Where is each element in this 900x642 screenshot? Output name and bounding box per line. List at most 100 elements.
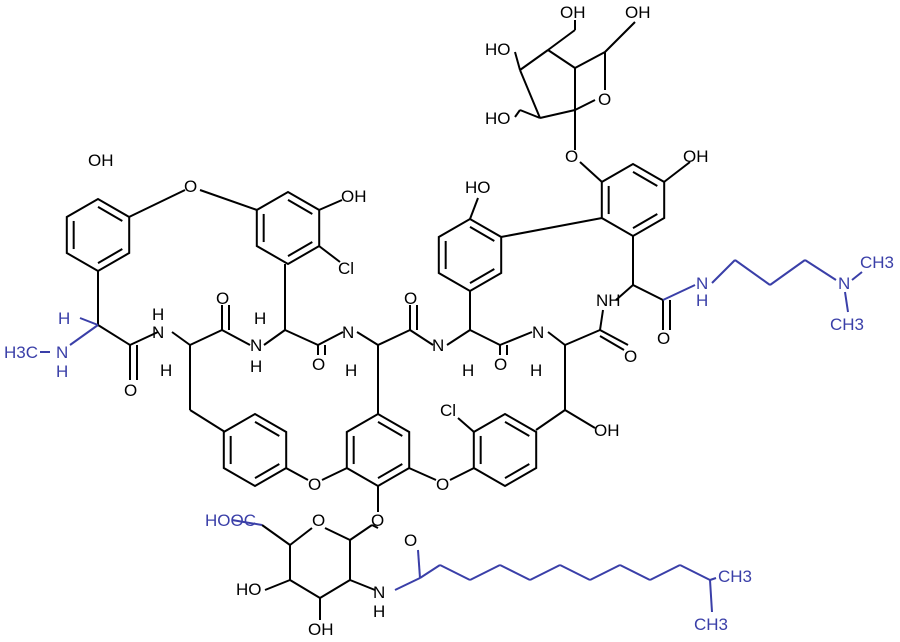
ring-d	[345, 412, 411, 488]
atom-label-amide5-n: N	[532, 323, 544, 342]
bond	[129, 331, 159, 346]
bond	[349, 579, 376, 591]
bond	[417, 549, 421, 579]
atom-label-n-terminal: N	[56, 343, 68, 362]
bond	[579, 161, 603, 183]
bond	[377, 329, 411, 346]
bond	[289, 527, 313, 546]
bond	[469, 329, 501, 346]
atom-label-ether-o-bottom: O	[371, 511, 384, 530]
bond	[189, 329, 223, 346]
bond	[500, 217, 603, 238]
bond	[499, 331, 533, 346]
atom-label-n-terminal-h: H	[56, 362, 68, 381]
bond	[408, 467, 437, 481]
bond	[318, 245, 341, 263]
bond	[547, 331, 566, 346]
bond	[615, 284, 634, 301]
bond	[69, 324, 99, 346]
atom-label-acyl-o: O	[404, 531, 417, 550]
bond	[559, 564, 591, 581]
bond	[221, 329, 251, 346]
atom-label-ring-a-oh: OH	[88, 151, 114, 170]
bond	[469, 226, 495, 242]
bond	[529, 564, 561, 581]
atom-label-amide3-n: N	[342, 323, 354, 342]
atom-label-sugar-bot-oh: OH	[308, 620, 334, 639]
bond	[519, 69, 541, 119]
bond	[535, 409, 566, 431]
bond	[599, 335, 625, 351]
atom-label-carbonyl6-o: O	[624, 347, 637, 366]
atom-label-ring-b-oh: OH	[341, 187, 367, 206]
atom-label-sugar-top-oh-top2: OH	[625, 3, 651, 22]
bond	[663, 161, 691, 183]
bond	[171, 331, 191, 346]
atom-label-beta-oh: OH	[594, 421, 620, 440]
bond	[564, 329, 601, 346]
bond	[231, 519, 263, 526]
bond	[446, 329, 471, 346]
bond	[499, 564, 531, 581]
atom-label-alpha4-h: H	[345, 361, 357, 380]
bond	[547, 29, 576, 51]
atom-label-dimethyl-ch3-b: CH3	[830, 315, 864, 334]
atom-label-tail-ch3-a: CH3	[718, 567, 752, 586]
atom-label-ether-o-top: O	[184, 177, 197, 196]
atom-label-sugar-top-ho-left2: HO	[485, 109, 511, 128]
atom-label-ether-o-left: O	[308, 475, 321, 494]
bond	[394, 577, 421, 591]
bond	[289, 579, 321, 599]
bond	[519, 49, 549, 71]
bond	[709, 579, 713, 613]
bond	[619, 564, 651, 581]
atom-label-amide1-h: H	[152, 305, 164, 324]
bond	[254, 463, 280, 479]
atom-label-dimethyl-ch3-a: CH3	[860, 253, 894, 272]
atom-label-amide2-h: H	[250, 357, 262, 376]
atom-label-carbonyl2-o: O	[216, 289, 229, 308]
bond	[317, 331, 344, 346]
atom-label-carbonyl5-o: O	[494, 355, 507, 374]
bond	[804, 259, 837, 281]
ring-c	[222, 412, 288, 488]
atom-label-dimethyl-n: N	[838, 274, 850, 293]
atom-label-ring-e-cl: Cl	[440, 401, 456, 420]
atom-label-sugar-top-ring-o: O	[598, 90, 611, 109]
bond	[599, 329, 629, 346]
ring-g	[600, 162, 666, 238]
bond	[547, 49, 576, 69]
bond	[318, 199, 343, 211]
bond	[599, 309, 604, 331]
atom-label-hooc: HOOC	[205, 511, 256, 530]
bond	[514, 109, 521, 118]
atom-label-sugar-top-oh-top1: OH	[560, 3, 586, 22]
bond	[769, 259, 806, 286]
bond	[679, 564, 711, 581]
atom-label-ring-f-ho: HO	[465, 178, 491, 197]
atom-label-alpha6-h: H	[530, 361, 542, 380]
atom-label-sugar-bot-ring-o: O	[312, 511, 325, 530]
atom-label-amide4-n: N	[432, 336, 444, 355]
atom-label-sugar-top-ho-left1: HO	[485, 40, 511, 59]
bond	[97, 248, 123, 264]
bond	[371, 524, 379, 529]
bond	[79, 317, 99, 326]
bond	[632, 171, 658, 187]
bond	[457, 417, 475, 433]
bond	[321, 467, 348, 481]
atom-label-acyl-h: H	[373, 602, 385, 621]
bond	[264, 579, 291, 591]
bond	[662, 284, 696, 301]
atom-label-n-methyl: H3C	[4, 343, 38, 362]
bond	[324, 527, 351, 541]
bond	[349, 524, 373, 541]
bond	[564, 409, 596, 429]
atom-label-ether-o-right: O	[436, 475, 449, 494]
bond	[504, 463, 530, 479]
atom-label-alpha5-h: H	[462, 361, 474, 380]
atom-label-alpha2-h: H	[160, 361, 172, 380]
bond	[189, 409, 226, 433]
bond	[97, 206, 123, 222]
